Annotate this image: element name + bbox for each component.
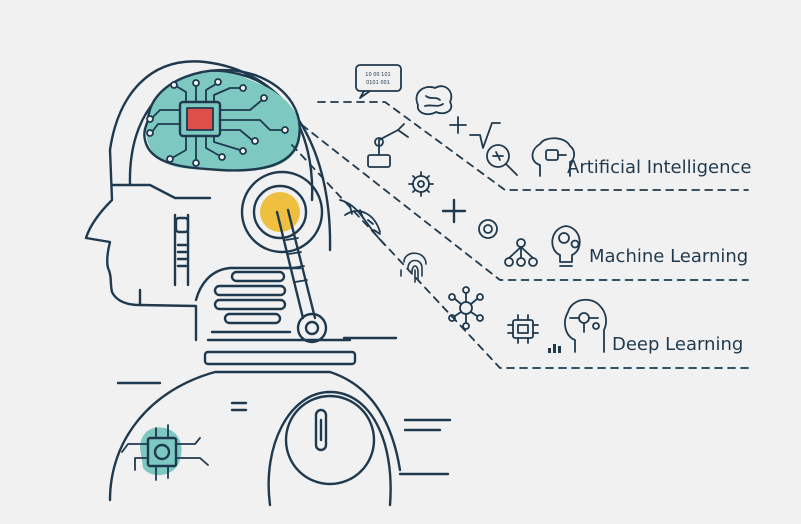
label-deep-learning: Deep Learning <box>612 334 744 355</box>
bubble-line-2: 0101 001 <box>366 80 390 86</box>
network-tree-icon <box>504 238 538 267</box>
plus-icon <box>441 198 467 224</box>
ai-head-icon <box>531 137 576 177</box>
dashed-connectors <box>291 101 749 369</box>
ear-slot <box>174 216 190 234</box>
math-symbols-icon <box>449 116 501 149</box>
chat-bubble-icon <box>355 64 402 99</box>
brain-icon <box>415 85 453 116</box>
visor-line <box>110 183 212 200</box>
chip-icon <box>507 314 539 344</box>
robot-body <box>108 370 452 507</box>
cpu-core <box>186 107 214 131</box>
magnifier-icon <box>486 144 518 176</box>
brain-area <box>143 68 301 172</box>
neck-plate <box>203 350 357 366</box>
gear-icon <box>408 171 434 197</box>
label-artificial-intelligence: Artificial Intelligence <box>567 157 752 178</box>
fingerprint-icon <box>400 252 427 283</box>
bulb-gears-icon <box>551 225 581 267</box>
label-machine-learning: Machine Learning <box>589 246 749 267</box>
jaw-line <box>138 266 302 307</box>
cpu-chip <box>178 100 222 138</box>
eye-gauge <box>240 170 328 344</box>
bar-chart-icon <box>548 344 561 353</box>
brain-outline <box>143 68 301 172</box>
dna-icon <box>339 199 386 246</box>
neck-vents <box>203 270 398 366</box>
chest-teal <box>140 427 182 476</box>
cranium-inner <box>128 70 314 202</box>
deep-learning-head-icon <box>564 298 607 353</box>
neural-network-icon <box>448 286 484 330</box>
robot-arm-icon <box>367 123 409 168</box>
target-icon <box>478 219 498 239</box>
chip-traces <box>151 83 283 161</box>
bubble-line-1: 10 00 101 <box>365 72 390 78</box>
robot-head <box>84 60 332 342</box>
